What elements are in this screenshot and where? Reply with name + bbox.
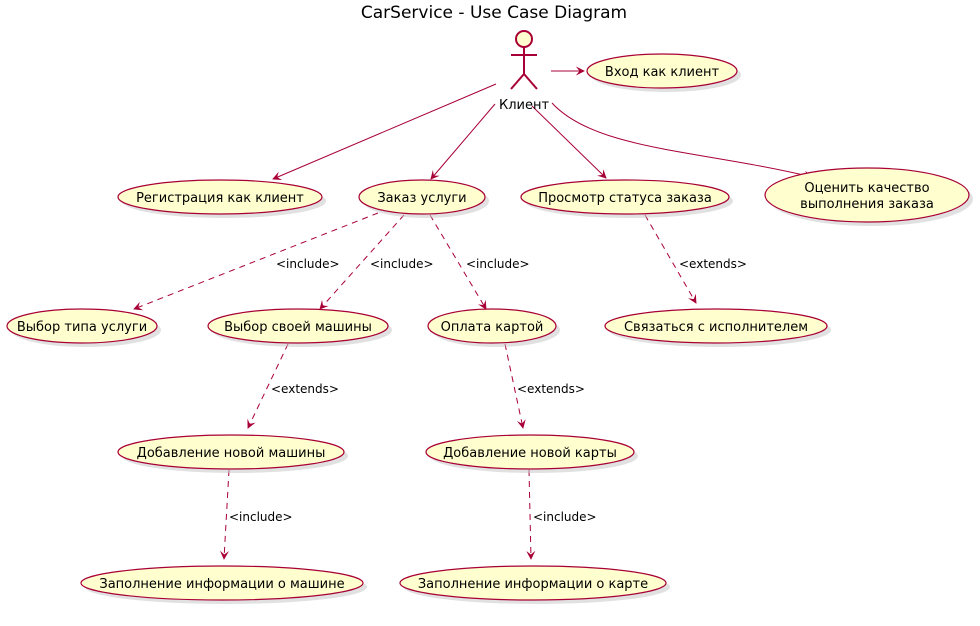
- use-case-label: Просмотр статуса заказа: [538, 191, 712, 206]
- use-case-ellipse: [399, 565, 667, 601]
- use-case-ellipse: [425, 434, 635, 470]
- use-case-ellipse: [117, 179, 323, 215]
- use-case-ellipse: [207, 308, 389, 344]
- edge-client-order: [430, 103, 496, 180]
- diagram-title: CarService - Use Case Diagram: [361, 3, 627, 23]
- edge-label-car-newcar: <extends>: [271, 382, 339, 396]
- use-case-ellipse: [586, 53, 738, 89]
- use-case-carinfo: Заполнение информации о машине: [80, 565, 367, 604]
- use-case-ellipse: [427, 308, 557, 344]
- use-case-newcar: Добавление новой машины: [117, 434, 348, 473]
- edge-newcar-carinfo: [219, 469, 230, 560]
- edge-client-register: [272, 83, 497, 180]
- use-case-contact: Связаться с исполнителем: [604, 308, 831, 347]
- edge-client-rate: [551, 102, 813, 180]
- use-case-label: Оплата картой: [441, 320, 544, 335]
- actor-leg-right: [523, 73, 538, 90]
- use-case-order: Заказ услуги: [358, 179, 489, 218]
- edge-label-order-car: <include>: [370, 257, 434, 271]
- use-case-car: Выбор своей машины: [207, 308, 392, 347]
- edge-label-pay-newcard: <extends>: [517, 382, 585, 396]
- use-case-type: Выбор типа услуги: [6, 308, 161, 347]
- edge-newcard-cardinfo: [526, 469, 536, 560]
- use-case-ellipse: [117, 434, 345, 470]
- use-case-ellipse: [80, 565, 364, 601]
- use-case-label: Связаться с исполнителем: [624, 320, 808, 335]
- use-case-label: Заполнение информации о машине: [99, 577, 344, 592]
- use-case-login: Вход как клиент: [586, 53, 741, 92]
- edge-status-contact: [644, 214, 697, 304]
- actor-head: [515, 30, 533, 48]
- use-case-label: Регистрация как клиент: [136, 191, 304, 206]
- edge-label-status-contact: <extends>: [679, 257, 747, 271]
- edge-label-newcard-cardinfo: <include>: [533, 510, 597, 524]
- use-case-ellipse: [764, 167, 970, 223]
- edge-client-status: [531, 105, 607, 179]
- edge-label-order-type: <include>: [276, 257, 340, 271]
- use-case-status: Просмотр статуса заказа: [520, 179, 733, 218]
- actor-label: Клиент: [499, 98, 549, 113]
- edge-order-pay: [429, 214, 487, 310]
- use-case-label: Выбор своей машины: [224, 320, 372, 335]
- use-case-pay: Оплата картой: [427, 308, 560, 347]
- actor-client: Клиент: [499, 30, 549, 113]
- actor-leg-left: [510, 73, 525, 90]
- use-case-label: Заполнение информации о карте: [418, 577, 648, 592]
- use-case-ellipse: [358, 179, 486, 215]
- use-case-ellipse: [6, 308, 158, 344]
- use-case-label: Выбор типа услуги: [17, 320, 147, 335]
- edge-order-type: [133, 212, 379, 311]
- edge-label-newcar-carinfo: <include>: [229, 510, 293, 524]
- use-case-newcard: Добавление новой карты: [425, 434, 638, 473]
- use-case-label: Вход как клиент: [605, 65, 720, 80]
- edges-layer: <include> <include> <include> <extends> <ext…: [133, 66, 813, 560]
- use-case-label: Добавление новой машины: [137, 446, 326, 461]
- edge-car-newcar: [247, 343, 289, 429]
- use-case-register: Регистрация как клиент: [117, 179, 326, 218]
- edge-label-order-pay: <include>: [466, 257, 530, 271]
- use-case-label: Добавление новой карты: [443, 446, 617, 461]
- use-case-ellipse: [520, 179, 730, 215]
- use-case-label: Заказ услуги: [377, 191, 466, 206]
- use-case-ellipse: [604, 308, 828, 344]
- use-case-cardinfo: Заполнение информации о карте: [399, 565, 670, 604]
- edge-pay-newcard: [504, 343, 526, 429]
